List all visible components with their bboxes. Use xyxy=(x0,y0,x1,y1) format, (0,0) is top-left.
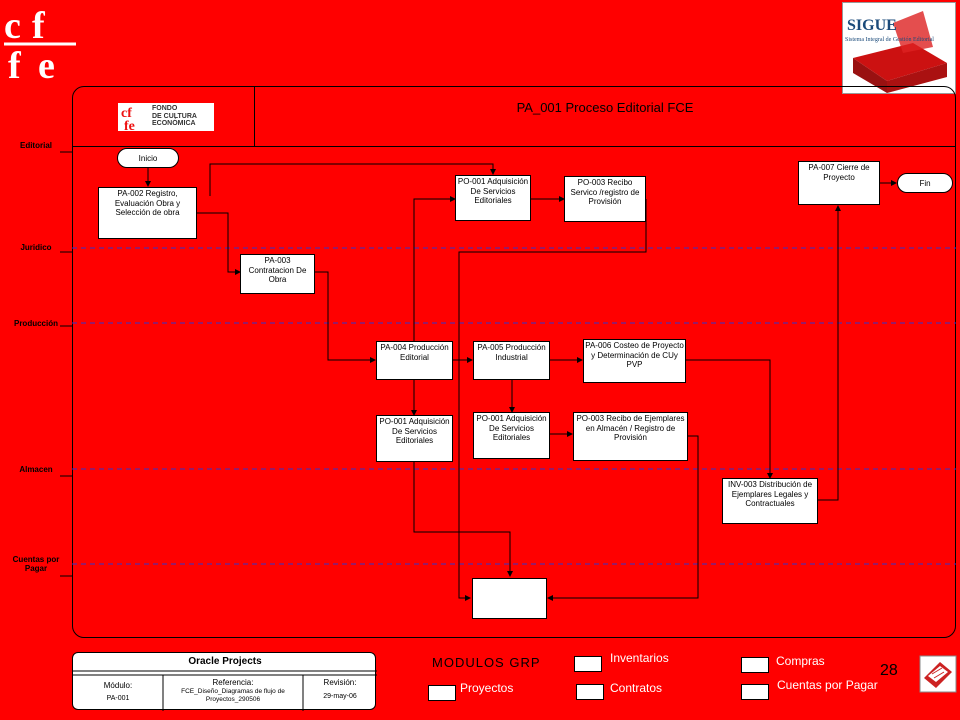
reference-block: Oracle Projects Módulo: PA-001 Referenci… xyxy=(72,652,377,711)
sigue-name: SIGUE xyxy=(847,17,897,34)
modulo-value: PA-001 xyxy=(106,695,130,702)
step-po001-industrial: PO-001 Adquisición De Servicios Editoria… xyxy=(473,412,550,459)
start-node: Inicio xyxy=(117,148,179,168)
lane-label-produccion: Producción xyxy=(13,319,58,328)
end-node: Fin xyxy=(897,173,953,193)
lane-label-cuentas: Cuentas por Pagar xyxy=(12,555,60,573)
header-divider xyxy=(254,86,255,147)
svg-text:c: c xyxy=(4,5,21,47)
fce-monogram-icon: cf fe xyxy=(121,106,135,131)
step-po003-servicio: PO-003 Recibo Servico /registro de Provi… xyxy=(564,176,646,222)
step-cuentas-por-pagar xyxy=(472,578,547,619)
step-pa002: PA-002 Registro, Evaluación Obra y Selec… xyxy=(98,187,197,239)
step-pa007: PA-007 Cierre de Proyecto xyxy=(798,161,880,205)
header-line xyxy=(72,146,956,147)
lane-label-juridico: Juridico xyxy=(20,243,52,252)
sigue-subtitle: Sistema Integral de Gestión Editorial xyxy=(845,37,934,43)
legend-label-cuentas: Cuentas por Pagar xyxy=(777,678,878,692)
legend-swatch-cuentas xyxy=(741,684,769,700)
reference-header: Oracle Projects xyxy=(188,656,262,667)
lane-label-almacen: Almacen xyxy=(19,465,53,474)
legend-swatch-compras xyxy=(741,657,769,673)
referencia-label: Referencia: xyxy=(212,678,254,687)
legend-label-inventarios: Inventarios xyxy=(610,651,669,665)
svg-text:cf: cf xyxy=(121,106,132,121)
revision-label: Revisión: xyxy=(323,678,357,687)
legend-swatch-contratos xyxy=(576,684,604,700)
diagram-title: PA_001 Proceso Editorial FCE xyxy=(516,100,694,115)
sigue-box-icon xyxy=(853,11,947,93)
step-po001-produccion: PO-001 Adquisición De Servicios Editoria… xyxy=(376,415,453,462)
step-pa006: PA-006 Costeo de Proyecto y Determinació… xyxy=(583,339,686,383)
revision-value: 29-may-06 xyxy=(323,693,357,700)
document-stack-icon xyxy=(919,655,957,693)
diagram-frame xyxy=(72,86,956,638)
step-inv003: INV-003 Distribución de Ejemplares Legal… xyxy=(722,478,818,524)
svg-text:e: e xyxy=(38,45,55,84)
referencia-value: FCE_Diseño_Diagramas de flujo de Proyect… xyxy=(181,688,285,703)
cfe-logo: c f f e xyxy=(4,5,76,84)
reference-grid xyxy=(73,670,377,711)
step-po003-ejemplares: PO-003 Recibo de Ejemplares en Almacén /… xyxy=(573,412,688,461)
legend-swatch-inventarios xyxy=(574,656,602,672)
legend-label-proyectos: Proyectos xyxy=(460,681,514,695)
legend-title: MODULOS GRP xyxy=(432,655,541,670)
legend-swatch-proyectos xyxy=(428,685,456,701)
step-pa003: PA-003 Contratacion De Obra xyxy=(240,254,315,294)
step-pa005: PA-005 Producción Industrial xyxy=(473,341,550,380)
sigue-logo: SIGUE Sistema Integral de Gestión Editor… xyxy=(842,2,956,94)
legend-label-compras: Compras xyxy=(776,654,825,668)
modulo-label: Módulo: xyxy=(103,681,133,690)
page-number: 28 xyxy=(880,662,898,679)
svg-text:f: f xyxy=(8,45,22,84)
svg-text:fe: fe xyxy=(124,119,135,131)
step-po001-editorial: PO-001 Adquisición De Servicios Editoria… xyxy=(455,175,531,221)
step-pa004: PA-004 Producción Editorial xyxy=(376,341,453,380)
svg-text:f: f xyxy=(32,5,46,47)
legend-label-contratos: Contratos xyxy=(610,681,663,695)
lane-label-editorial: Editorial xyxy=(19,141,52,150)
